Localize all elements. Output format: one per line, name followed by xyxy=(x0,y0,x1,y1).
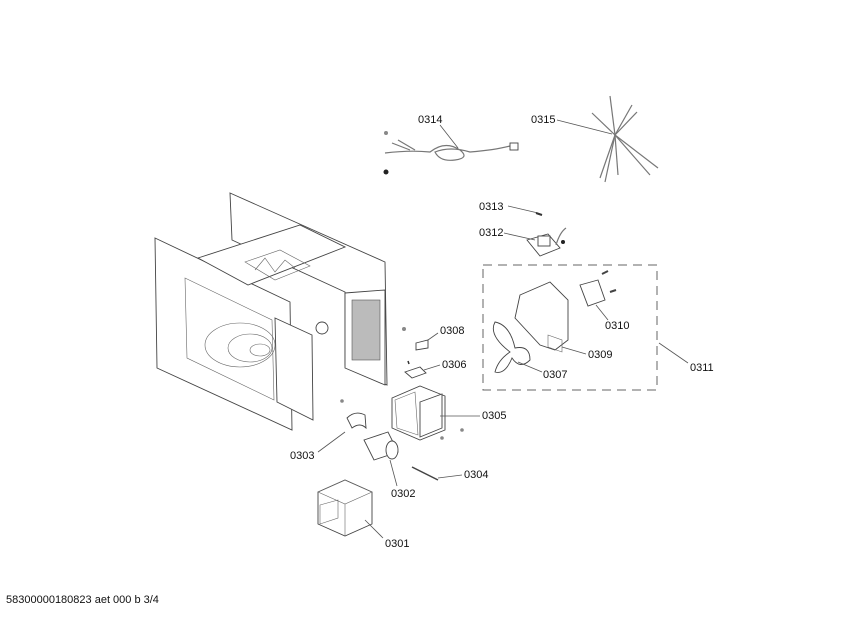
part-0311-fan-assembly: 0311 0309 0310 0307 xyxy=(482,264,714,391)
part-0305-magnetron: 0305 xyxy=(391,385,506,441)
part-0313-0312: 0313 0312 xyxy=(479,201,567,257)
label-0312: 0312 xyxy=(479,227,503,239)
label-0315: 0315 xyxy=(531,114,555,126)
label-0310: 0310 xyxy=(605,320,629,332)
label-0307: 0307 xyxy=(543,369,567,381)
label-0309: 0309 xyxy=(588,349,612,361)
oven-housing-illustration xyxy=(154,192,388,431)
part-0308: 0308 xyxy=(402,325,464,351)
label-0308: 0308 xyxy=(440,325,464,337)
part-0315-wire-bundle: 0315 xyxy=(531,95,659,183)
label-0305: 0305 xyxy=(482,410,506,422)
part-0314-harness: 0314 xyxy=(383,114,519,175)
part-0304-diode: 0304 xyxy=(411,466,488,481)
label-0302: 0302 xyxy=(391,488,415,500)
label-0311: 0311 xyxy=(690,362,714,374)
part-0303: 0303 xyxy=(290,399,367,462)
label-0303: 0303 xyxy=(290,450,314,462)
label-0306: 0306 xyxy=(442,359,466,371)
part-0302-capacitor: 0302 xyxy=(363,431,415,500)
document-code: 58300000180823 aet 000 b 3/4 xyxy=(6,594,159,606)
part-0306: 0306 xyxy=(404,359,466,379)
label-0301: 0301 xyxy=(385,538,409,550)
label-0313: 0313 xyxy=(479,201,503,213)
label-0304: 0304 xyxy=(464,469,488,481)
label-0314: 0314 xyxy=(418,114,442,126)
part-0301-transformer: 0301 xyxy=(317,479,409,550)
